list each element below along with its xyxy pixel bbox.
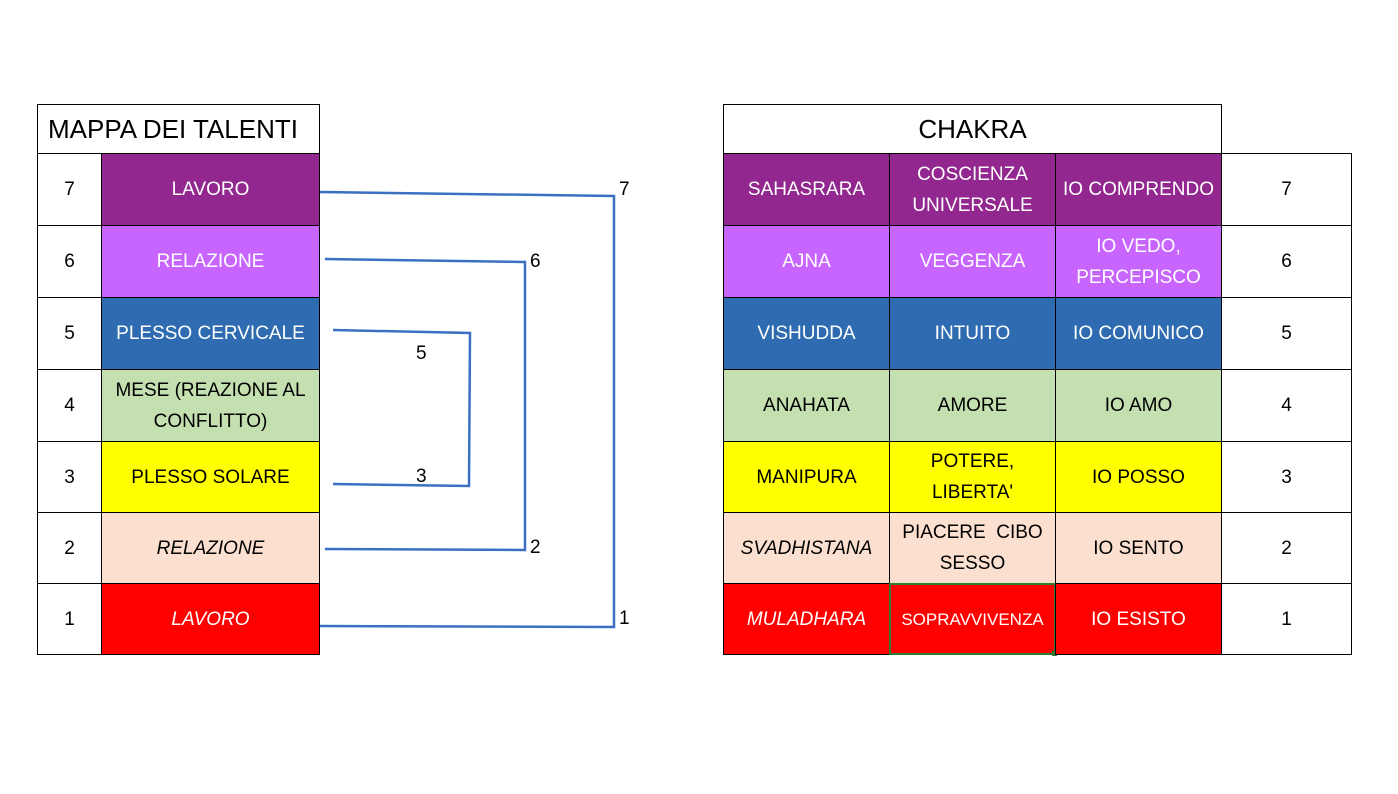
- chakra-statement-vedo[interactable]: IO VEDO, PERCEPISCO: [1055, 225, 1222, 298]
- talenti-cell-lavoro-bottom[interactable]: LAVORO: [101, 583, 320, 655]
- chakra-name-vishudda[interactable]: VISHUDDA: [723, 297, 890, 370]
- bracket-label-1: 1: [619, 608, 630, 629]
- talenti-cell-lavoro-top[interactable]: LAVORO: [101, 153, 320, 226]
- chakra-title[interactable]: CHAKRA: [723, 104, 1222, 154]
- chakra-name-sahasrara[interactable]: SAHASRARA: [723, 153, 890, 226]
- chakra-quality-veggenza[interactable]: VEGGENZA: [889, 225, 1056, 298]
- chakra-name-anahata[interactable]: ANAHATA: [723, 369, 890, 442]
- bracket-6-2[interactable]: [324, 257, 527, 552]
- chakra-name-muladhara[interactable]: MULADHARA: [723, 583, 890, 655]
- chakra-num-7[interactable]: 7: [1221, 153, 1352, 226]
- chakra-statement-amo[interactable]: IO AMO: [1055, 369, 1222, 442]
- chakra-quality-potere[interactable]: POTERE, LIBERTA': [889, 441, 1056, 513]
- chakra-statement-comprendo[interactable]: IO COMPRENDO: [1055, 153, 1222, 226]
- bracket-7-1[interactable]: [319, 190, 616, 629]
- bracket-label-5: 5: [416, 343, 427, 364]
- chakra-num-5[interactable]: 5: [1221, 297, 1352, 370]
- talenti-cell-plesso-solare[interactable]: PLESSO SOLARE: [101, 441, 320, 513]
- chakra-statement-esisto[interactable]: IO ESISTO: [1055, 583, 1222, 655]
- chakra-num-1[interactable]: 1: [1221, 583, 1352, 655]
- talenti-cell-plesso-cervicale[interactable]: PLESSO CERVICALE: [101, 297, 320, 370]
- chakra-num-3[interactable]: 3: [1221, 441, 1352, 513]
- chakra-num-2[interactable]: 2: [1221, 512, 1352, 584]
- bracket-label-6: 6: [530, 251, 541, 272]
- bracket-label-7: 7: [619, 179, 630, 200]
- bracket-label-2: 2: [530, 537, 541, 558]
- chakra-name-ajna[interactable]: AJNA: [723, 225, 890, 298]
- chakra-name-svadhistana[interactable]: SVADHISTANA: [723, 512, 890, 584]
- selection-fill-handle[interactable]: [1052, 651, 1057, 656]
- chakra-quality-coscienza[interactable]: COSCIENZA UNIVERSALE: [889, 153, 1056, 226]
- chakra-num-4[interactable]: 4: [1221, 369, 1352, 442]
- talenti-cell-mese[interactable]: MESE (REAZIONE AL CONFLITTO): [101, 369, 320, 442]
- chakra-quality-sopravvivenza[interactable]: SOPRAVVIVENZA: [889, 583, 1056, 655]
- chakra-quality-intuito[interactable]: INTUITO: [889, 297, 1056, 370]
- chakra-quality-piacere[interactable]: PIACERE CIBO SESSO: [889, 512, 1056, 584]
- chakra-name-manipura[interactable]: MANIPURA: [723, 441, 890, 513]
- talenti-cell-relazione-bottom[interactable]: RELAZIONE: [101, 512, 320, 584]
- chakra-num-6[interactable]: 6: [1221, 225, 1352, 298]
- bracket-5-3[interactable]: [332, 328, 472, 488]
- chakra-statement-sento[interactable]: IO SENTO: [1055, 512, 1222, 584]
- chakra-statement-posso[interactable]: IO POSSO: [1055, 441, 1222, 513]
- chakra-quality-amore[interactable]: AMORE: [889, 369, 1056, 442]
- chakra-statement-comunico[interactable]: IO COMUNICO: [1055, 297, 1222, 370]
- bracket-label-3: 3: [416, 466, 427, 487]
